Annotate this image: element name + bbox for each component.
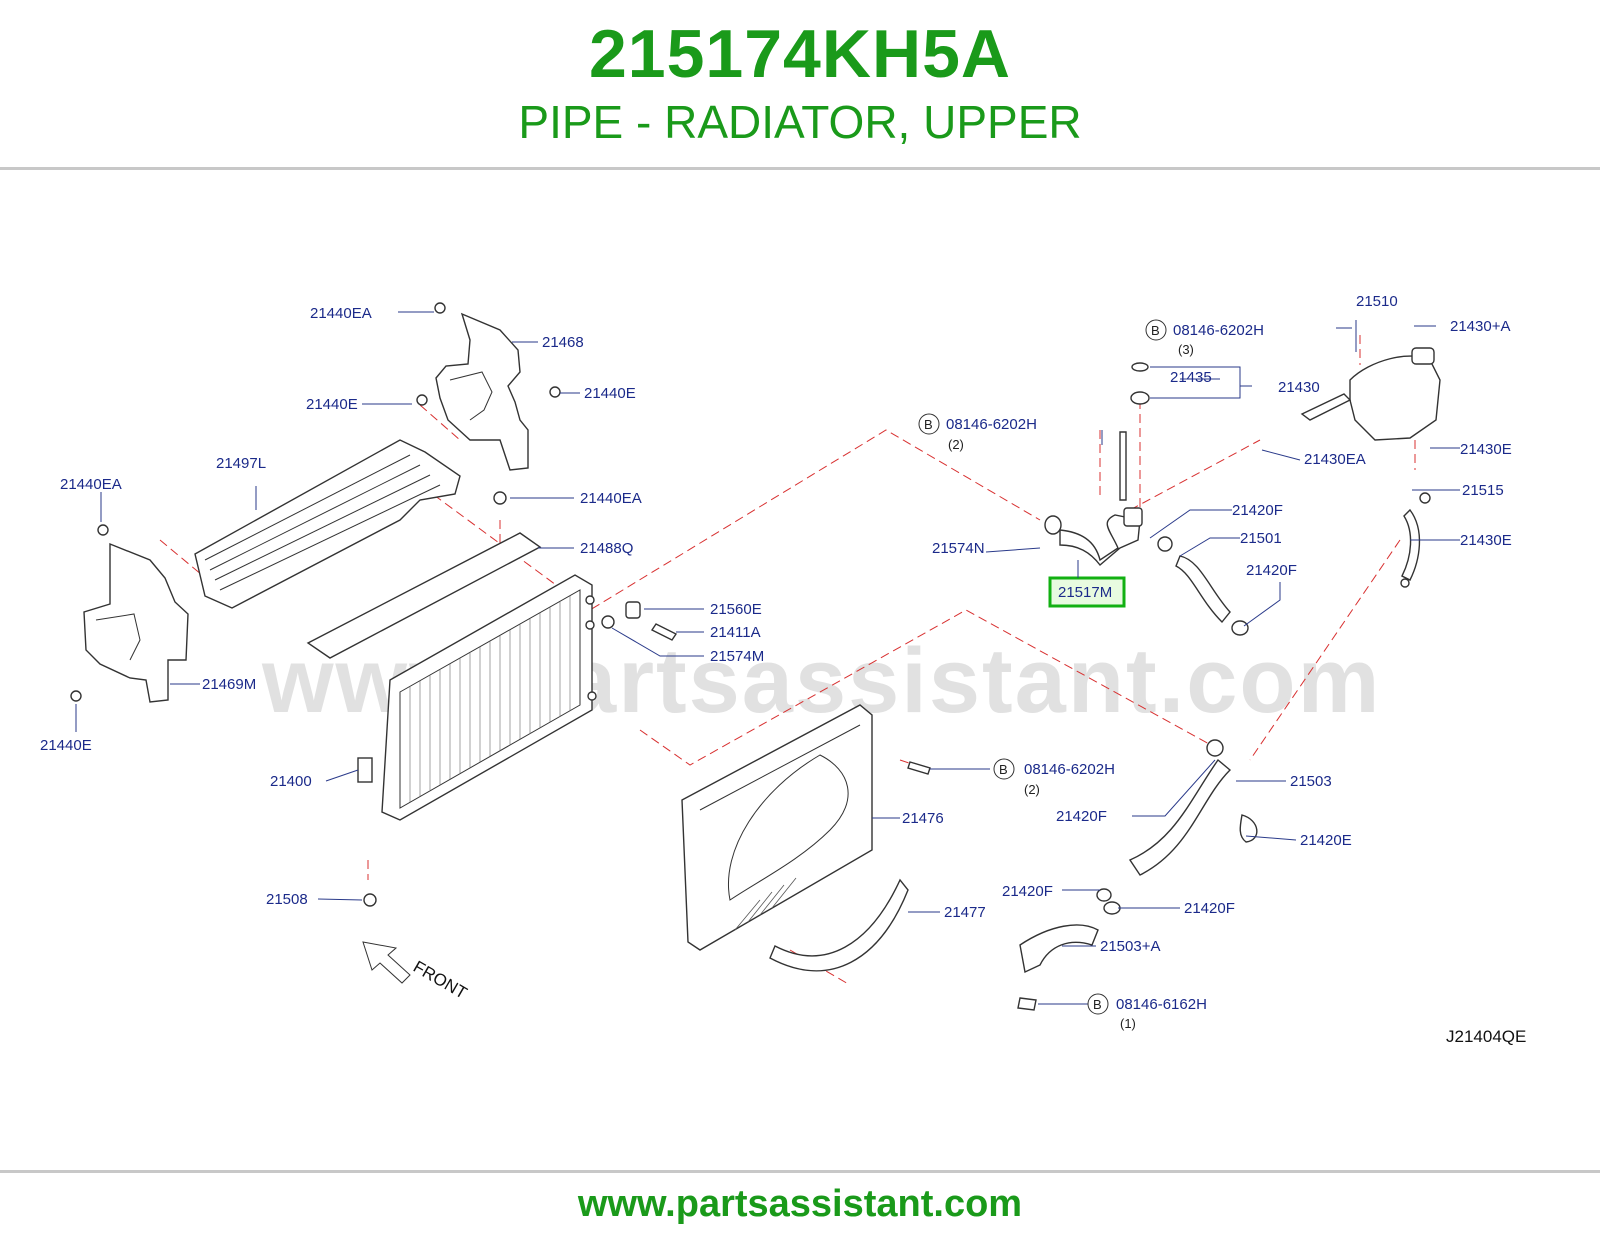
bolt-markers: B B B B — [918, 319, 1167, 1015]
label-21420F[interactable]: 21420F — [1002, 883, 1053, 900]
label-21440E[interactable]: 21440E — [40, 737, 92, 754]
label-08146-6162H[interactable]: 08146-6162H — [1116, 996, 1207, 1013]
footer-url[interactable]: www.partsassistant.com — [577, 1183, 1023, 1225]
upper-hose-assembly[interactable] — [1044, 362, 1150, 567]
label-21430A[interactable]: 21430+A — [1450, 318, 1510, 335]
label-21440EA[interactable]: 21440EA — [60, 476, 122, 493]
fasteners-radiator[interactable] — [363, 601, 678, 907]
label-21420F[interactable]: 21420F — [1232, 502, 1283, 519]
label-21440E[interactable]: 21440E — [584, 385, 636, 402]
label-qty: (2) — [1024, 782, 1040, 797]
part-description: PIPE - RADIATOR, UPPER — [518, 96, 1082, 148]
parts-diagram: www.partsassistant.com — [0, 170, 1600, 1170]
leader-lines — [75, 311, 1460, 1005]
label-21510[interactable]: 21510 — [1356, 293, 1398, 310]
hose-21501-part[interactable] — [1157, 536, 1249, 636]
hose-21503-part[interactable] — [1128, 739, 1258, 876]
svg-text:B: B — [924, 417, 933, 432]
front-label: FRONT — [410, 957, 470, 1003]
svg-text:B: B — [999, 762, 1008, 777]
label-21501[interactable]: 21501 — [1240, 530, 1282, 547]
label-21497L[interactable]: 21497L — [216, 455, 266, 472]
label-21440E[interactable]: 21440E — [306, 396, 358, 413]
label-21430EA[interactable]: 21430EA — [1304, 451, 1366, 468]
label-21420F[interactable]: 21420F — [1246, 562, 1297, 579]
shroud-21477-part[interactable] — [769, 878, 909, 972]
hose-21503A-part[interactable] — [1017, 888, 1121, 1011]
label-21560E[interactable]: 21560E — [710, 601, 762, 618]
label-21440EA[interactable]: 21440EA — [580, 490, 642, 507]
label-08146-6202H[interactable]: 08146-6202H — [946, 416, 1037, 433]
label-21503A[interactable]: 21503+A — [1100, 938, 1160, 955]
label-21400[interactable]: 21400 — [270, 773, 312, 790]
label-21468[interactable]: 21468 — [542, 334, 584, 351]
svg-text:B: B — [1151, 323, 1160, 338]
label-qty: (2) — [948, 437, 964, 452]
diagram-ref-code: J21404QE — [1446, 1027, 1526, 1046]
deflector-21469M-part[interactable] — [70, 524, 189, 703]
front-arrow: FRONT — [362, 941, 470, 1003]
shroud-21497L-part[interactable] — [194, 439, 507, 609]
footer-divider — [0, 1170, 1600, 1173]
label-21435[interactable]: 21435 — [1170, 369, 1212, 386]
label-21420E[interactable]: 21420E — [1300, 832, 1352, 849]
label-21411A[interactable]: 21411A — [710, 624, 761, 641]
label-21420F[interactable]: 21420F — [1056, 808, 1107, 825]
label-21469M[interactable]: 21469M — [202, 676, 256, 693]
label-21515[interactable]: 21515 — [1462, 482, 1504, 499]
label-21430[interactable]: 21430 — [1278, 379, 1320, 396]
label-21420F[interactable]: 21420F — [1184, 900, 1235, 917]
label-21508[interactable]: 21508 — [266, 891, 308, 908]
label-qty: (3) — [1178, 342, 1194, 357]
label-21503[interactable]: 21503 — [1290, 773, 1332, 790]
label-21476[interactable]: 21476 — [902, 810, 944, 827]
label-21430E[interactable]: 21430E — [1460, 532, 1512, 549]
label-21440EA[interactable]: 21440EA — [310, 305, 372, 322]
label-21574M[interactable]: 21574M — [710, 648, 764, 665]
radiator-21400-part[interactable] — [357, 574, 597, 821]
label-21430E[interactable]: 21430E — [1460, 441, 1512, 458]
part-labels: 21440EA 21468 21440E 21440E 21497L 21440… — [40, 293, 1526, 1046]
svg-text:B: B — [1093, 997, 1102, 1012]
reservoir-21510-part[interactable] — [1300, 347, 1441, 588]
label-08146-6202H[interactable]: 08146-6202H — [1173, 322, 1264, 339]
fan-shroud-21476-part[interactable] — [681, 704, 873, 951]
diagram-canvas: www.partsassistant.com — [40, 293, 1526, 1046]
deflector-21468-part[interactable] — [416, 302, 561, 471]
header-divider — [0, 167, 1600, 170]
label-21488Q[interactable]: 21488Q — [580, 540, 633, 557]
part-number-title: 215174KH5A — [588, 16, 1012, 92]
label-08146-6202H[interactable]: 08146-6202H — [1024, 761, 1115, 778]
seal-21488Q-part[interactable] — [306, 532, 542, 659]
bolt-fan-shroud[interactable] — [907, 761, 931, 775]
label-21574N[interactable]: 21574N — [932, 540, 985, 557]
label-21517M-highlighted[interactable]: 21517M — [1058, 584, 1112, 601]
highlight-box — [1048, 576, 1126, 608]
label-21477[interactable]: 21477 — [944, 904, 986, 921]
page-header: 215174KH5A PIPE - RADIATOR, UPPER — [0, 0, 1600, 168]
label-qty: (1) — [1120, 1016, 1136, 1031]
